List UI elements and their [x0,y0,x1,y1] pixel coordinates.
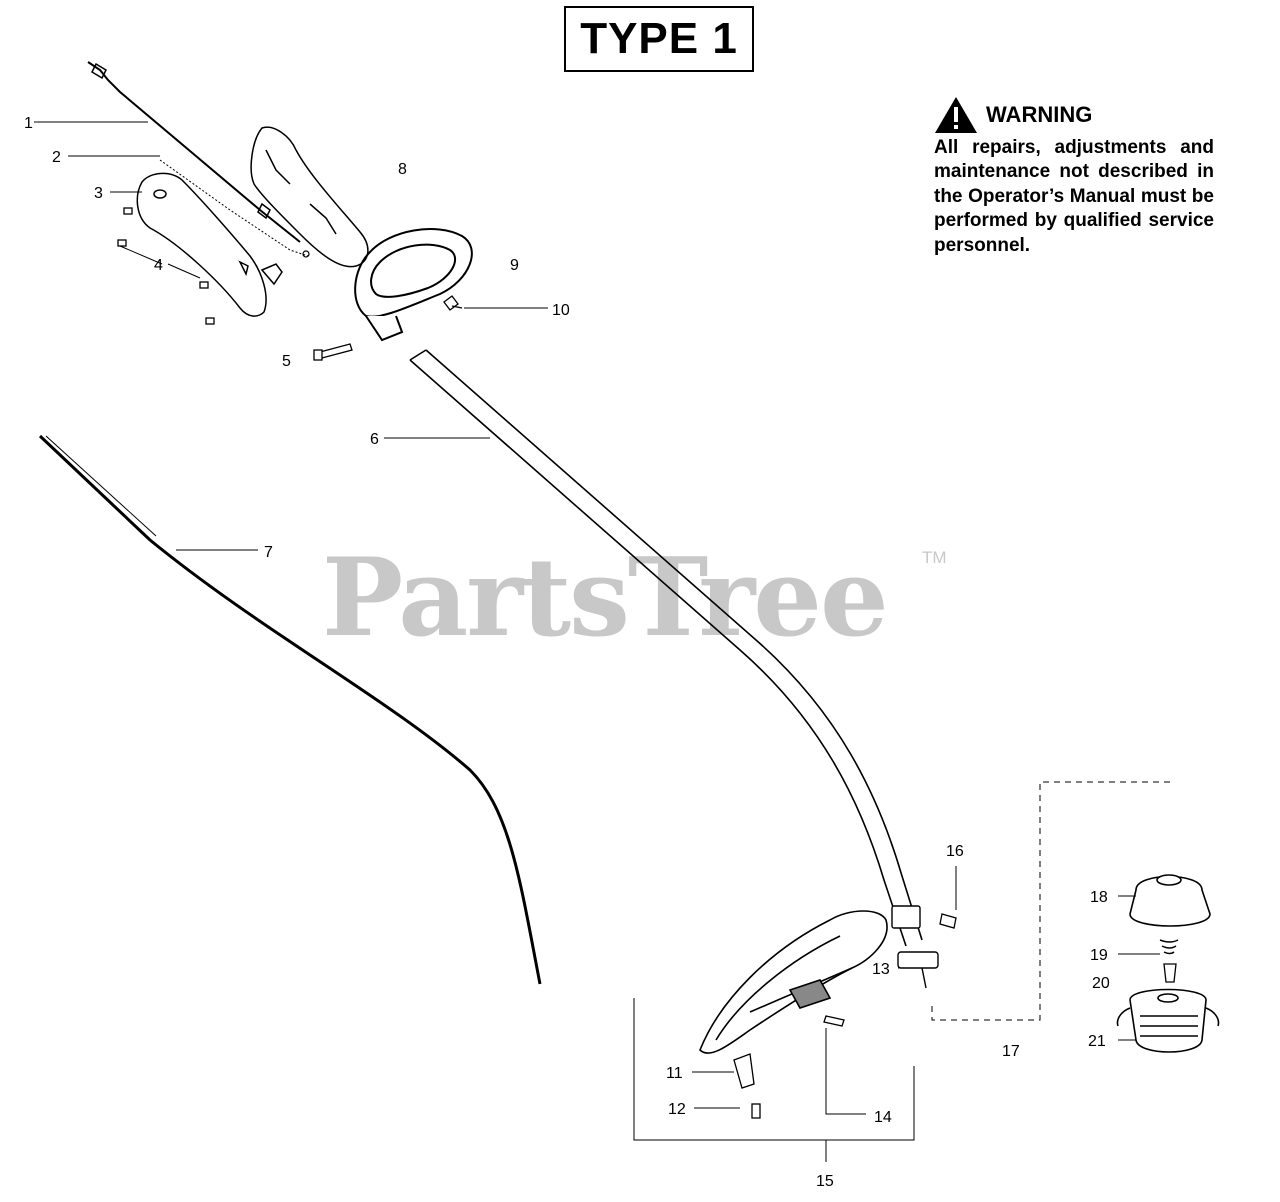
callout-20: 20 [1092,975,1110,992]
warning-notice: WARNING All repairs, adjustments and mai… [934,96,1214,258]
callout-19: 19 [1090,947,1108,964]
part-4-screws [117,207,215,325]
callout-14: 14 [874,1109,892,1126]
watermark-trademark: TM [922,548,947,567]
leader-lines [34,121,1160,1115]
part-20-clip [1163,963,1177,983]
part-14-screw [823,1015,845,1027]
callout-11: 11 [666,1065,683,1082]
part-2-cable-wire [159,159,310,258]
part-5-bolt [313,343,353,361]
callout-15: 15 [816,1173,834,1190]
callout-13: 13 [872,961,890,978]
callout-3: 3 [94,185,103,202]
callout-5: 5 [282,353,291,370]
part-10-knob [443,295,463,311]
part-17-bracket [931,781,1170,1021]
callout-18: 18 [1090,889,1108,906]
page-title: TYPE 1 [564,6,754,72]
warning-heading: WARNING [986,101,1093,127]
part-13-shaft-clamp [891,905,939,989]
callout-4: 4 [154,257,163,274]
part-7-flex-drive-cable [38,434,542,985]
part-9-loop-handle [354,228,473,342]
part-3-handle-cover [136,172,283,317]
callout-2: 2 [52,149,61,166]
part-1-throttle-cable [87,61,301,243]
warning-triangle-icon [935,97,977,133]
callout-10: 10 [552,302,570,319]
part-6-drive-shaft-tube [409,349,923,947]
callout-7: 7 [264,544,273,561]
watermark-logo: PartsTree [322,535,889,661]
warning-body: All repairs, adjustments and maintenance… [934,137,1214,256]
callout-labels: 1 2 3 4 5 6 7 8 9 10 11 12 13 14 15 16 1… [24,115,1110,1190]
part-18-spool-cover [1129,874,1211,927]
part-16-wing-nut [939,913,957,929]
warning-heading-row: WARNING [934,96,1214,134]
callout-17: 17 [1002,1043,1020,1060]
part-19-spring [1159,939,1179,955]
part-11-line-cutter-blade [733,1053,755,1089]
callout-21: 21 [1088,1033,1106,1050]
callout-16: 16 [946,843,964,860]
part-8-handle-housing [250,126,369,268]
callout-9: 9 [510,257,519,274]
part-21-spool-head [1116,988,1220,1053]
callout-12: 12 [668,1101,686,1118]
part-15-bracket [633,998,915,1162]
callout-6: 6 [370,431,379,448]
callout-8: 8 [398,161,407,178]
part-15-trimmer-guard [699,910,888,1054]
part-12-screw [751,1103,761,1119]
callout-1: 1 [24,115,33,132]
